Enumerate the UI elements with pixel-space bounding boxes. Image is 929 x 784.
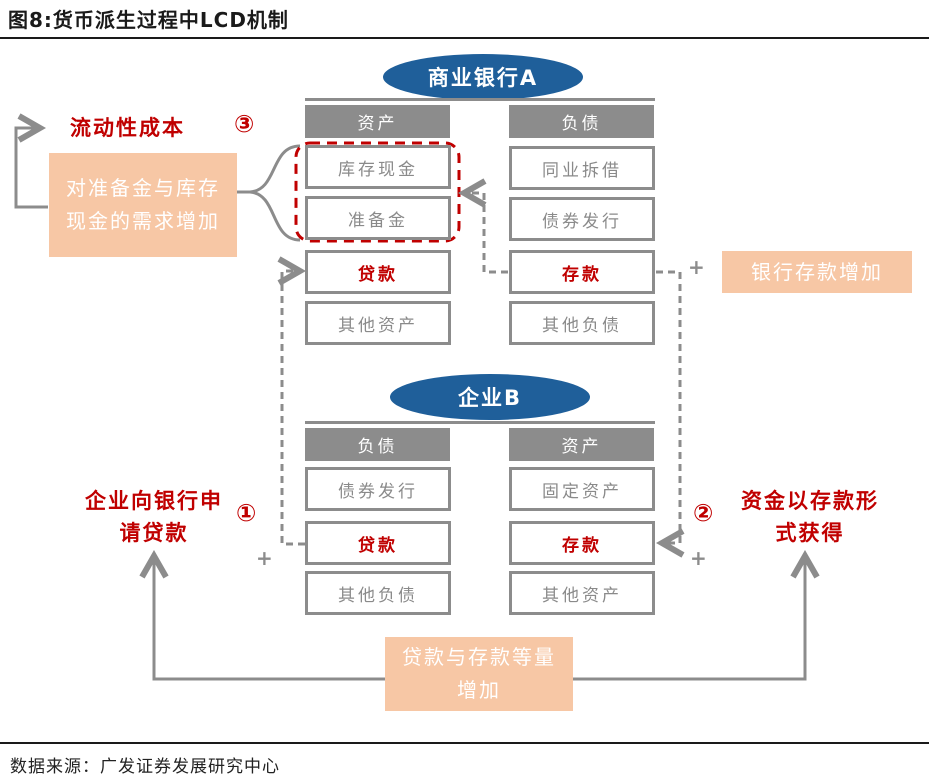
bank-a-asset-reserves: 准备金	[305, 196, 451, 240]
bank-a-liability-bonds: 债券发行	[509, 197, 655, 241]
bank-deposit-increase-box: 银行存款增加	[722, 251, 912, 293]
title-rule	[0, 37, 929, 39]
deposit-to-reserves-arrow	[464, 193, 508, 274]
footer-rule	[0, 742, 929, 744]
step-2-marker: ②	[693, 499, 714, 527]
left-loop-arrow	[154, 556, 385, 681]
firm-b-asset-deposits: 存款	[509, 521, 655, 565]
firm-loan-to-bank-loan-arrow	[282, 271, 305, 546]
bank-a-divider	[305, 98, 655, 101]
equal-increase-box: 贷款与存款等量增加	[385, 637, 573, 711]
liquidity-loop-arrow	[14, 128, 48, 209]
bank-a-liability-other: 其他负债	[509, 301, 655, 345]
brace-icon	[249, 144, 301, 242]
bank-a-asset-other: 其他资产	[305, 301, 451, 345]
bank-a-ellipse: 商业银行A	[383, 54, 583, 100]
firm-b-asset-fixed: 固定资产	[509, 467, 655, 511]
bank-a-asset-loans: 贷款	[305, 250, 451, 294]
plus-sign: +	[688, 255, 705, 279]
firm-b-liability-bonds: 债券发行	[305, 467, 451, 511]
step-1-marker: ①	[236, 499, 257, 527]
reserve-demand-box: 对准备金与库存现金的需求增加	[49, 153, 237, 257]
firm-b-assets-header: 资产	[509, 428, 654, 461]
firm-b-liability-other: 其他负债	[305, 571, 451, 615]
right-loop-arrow	[572, 556, 805, 681]
bank-a-assets-header: 资产	[305, 105, 450, 138]
firm-b-divider	[305, 421, 655, 424]
step-3-marker: ③	[234, 110, 255, 138]
firm-b-ellipse: 企业B	[390, 374, 590, 420]
figure-title: 图8:货币派生过程中LCD机制	[8, 8, 289, 32]
firm-b-asset-other: 其他资产	[509, 571, 655, 615]
firm-b-liabilities-header: 负债	[305, 428, 450, 461]
plus-sign: +	[256, 546, 273, 570]
bank-a-liability-interbank: 同业拆借	[509, 146, 655, 190]
bank-a-liability-deposits: 存款	[509, 250, 655, 294]
firm-apply-loan-label: 企业向银行申请贷款	[85, 489, 223, 545]
bank-a-liabilities-header: 负债	[509, 105, 654, 138]
funds-as-deposit-label: 资金以存款形式获得	[741, 489, 879, 545]
firm-b-liability-loans: 贷款	[305, 521, 451, 565]
source-note: 数据来源：广发证券发展研究中心	[10, 757, 280, 777]
plus-sign: +	[690, 546, 707, 570]
liquidity-cost-label: 流动性成本	[70, 116, 185, 140]
bank-a-asset-cash: 库存现金	[305, 145, 451, 189]
bank-deposit-to-firm-deposit-arrow	[656, 270, 680, 543]
